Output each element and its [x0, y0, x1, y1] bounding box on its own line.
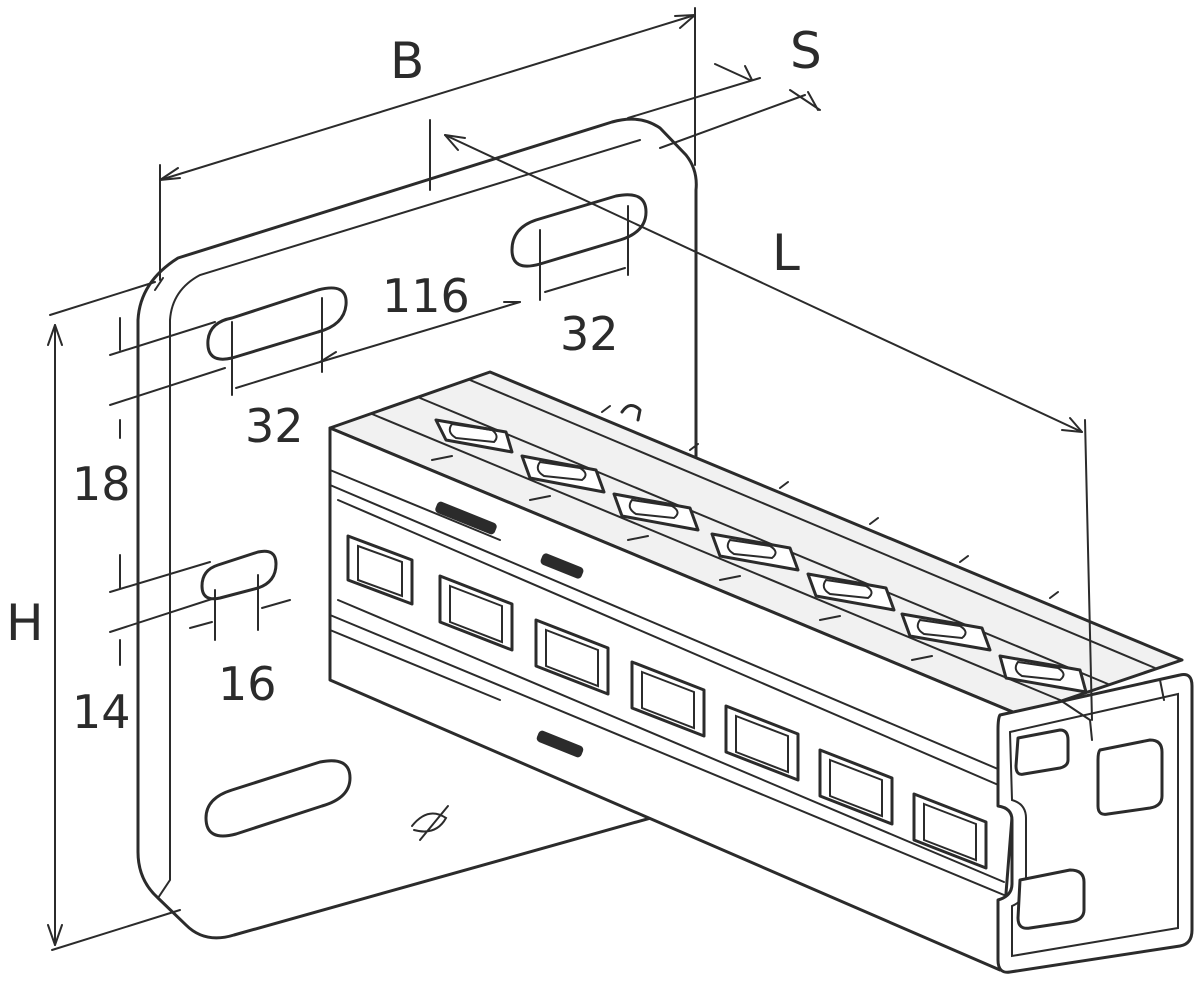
- dim-116-label: 116: [382, 269, 470, 323]
- dim-32-right-label: 32: [560, 307, 619, 361]
- dim-14-label: 14: [72, 685, 131, 739]
- front-perforations: [346, 534, 988, 870]
- channel-arm: [328, 370, 1194, 974]
- dim-L-label: L: [772, 224, 800, 282]
- upper-left-slot: [206, 286, 348, 361]
- dimension-lines: [47, 7, 1093, 951]
- dim-S-label: S: [790, 22, 822, 80]
- dim-16-label: 16: [218, 657, 277, 711]
- lower-slot: [204, 759, 352, 838]
- dim-18-label: 18: [72, 457, 131, 511]
- dimension-labels: B S L H 116 32 32 18 14 16: [6, 22, 822, 739]
- dim-H-label: H: [6, 594, 44, 652]
- manufacturer-stamp: [435, 501, 584, 758]
- weld-symbol: [411, 805, 449, 841]
- top-perforations: [431, 418, 1088, 694]
- dim-32-left-label: 32: [245, 399, 304, 453]
- dim-B-label: B: [390, 32, 424, 90]
